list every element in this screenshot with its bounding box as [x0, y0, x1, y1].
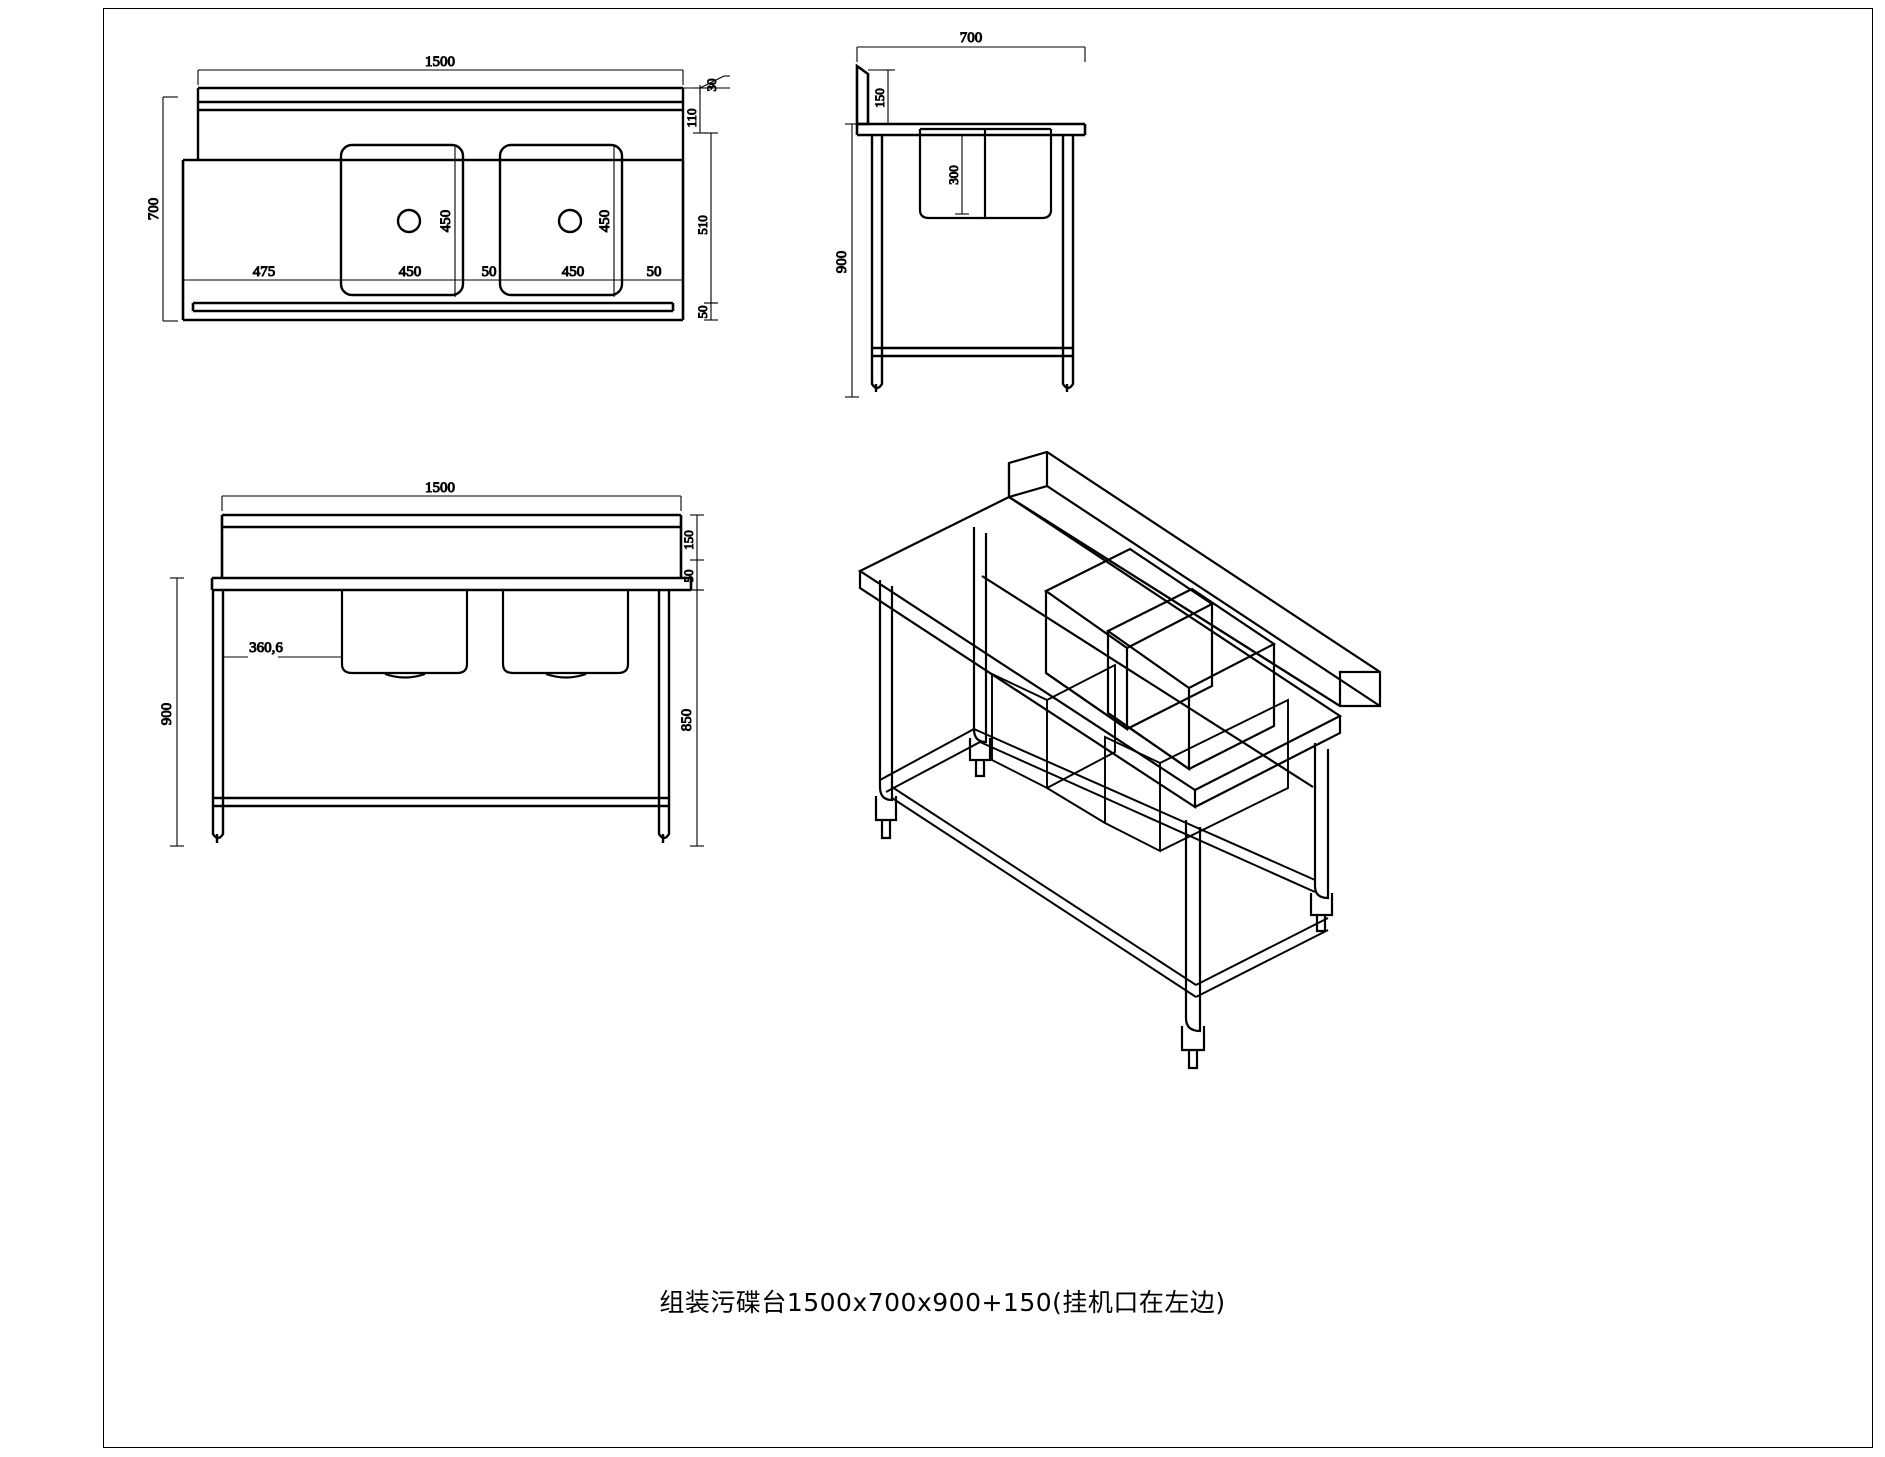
- front-view-worktop: [210, 576, 693, 592]
- dim-top-1500: [197, 69, 684, 85]
- dim-label-front-50: 50: [681, 570, 696, 583]
- dim-front-900: [170, 577, 184, 847]
- side-view-backsplash: [855, 63, 870, 126]
- iso-bowl-2: [1105, 587, 1277, 772]
- dim-label-front-850: 850: [679, 709, 695, 732]
- dim-top-chain: [182, 272, 684, 288]
- top-view-drain-1: [396, 208, 422, 234]
- isometric-view: [857, 450, 1382, 1070]
- dim-label-top-bowl2-450: 450: [597, 210, 613, 233]
- dim-top-right-stack: [683, 75, 730, 321]
- dim-side-150: [868, 69, 895, 125]
- top-view: 1500 700 475 450 50 450 50: [146, 54, 730, 322]
- side-view-bowl: [918, 127, 1053, 220]
- iso-bowl-bodies: [991, 663, 1289, 853]
- top-view-worktop: [181, 158, 685, 322]
- dim-label-top-50a: 50: [482, 264, 497, 280]
- iso-backsplash: [1007, 450, 1382, 708]
- dim-label-front-150: 150: [681, 530, 696, 550]
- iso-legs: [874, 527, 1334, 1070]
- dim-label-top-450a: 450: [399, 264, 422, 280]
- dim-label-side-150: 150: [872, 88, 887, 108]
- dim-label-top-1500: 1500: [425, 54, 455, 70]
- dim-label-top-50b: 50: [647, 264, 662, 280]
- side-view: 700: [834, 30, 1087, 398]
- dim-label-front-3606: 360,6: [249, 640, 283, 656]
- dim-label-top-475: 475: [253, 264, 276, 280]
- dim-front-1500: [221, 495, 682, 511]
- dim-label-top-450b: 450: [562, 264, 585, 280]
- dim-label-front-1500: 1500: [425, 480, 455, 496]
- front-view: 1500: [159, 480, 704, 847]
- dim-label-front-900: 900: [159, 703, 175, 726]
- dim-label-top-110: 110: [684, 108, 699, 127]
- dim-side-900: [845, 123, 859, 398]
- top-view-bowl-1: [339, 143, 465, 297]
- top-view-drain-2: [557, 208, 583, 234]
- dim-label-top-30: 30: [704, 79, 719, 92]
- drawing-caption: 组装污碟台1500x700x900+150(挂机口在左边): [659, 1288, 1226, 1317]
- dim-label-top-50v: 50: [695, 306, 710, 319]
- dim-label-side-700: 700: [960, 30, 983, 46]
- dim-label-top-700: 700: [146, 198, 162, 221]
- dim-front-850: [690, 589, 704, 847]
- side-view-legs: [870, 135, 1075, 392]
- top-view-bowl-2: [498, 143, 624, 297]
- iso-worktop: [857, 495, 1343, 810]
- sheet-border: [103, 8, 1873, 1448]
- iso-bowl-1: [1043, 547, 1215, 732]
- dim-label-side-900: 900: [834, 251, 850, 274]
- dim-side-300: [955, 134, 969, 215]
- top-view-backsplash: [196, 86, 685, 160]
- dim-side-700: [856, 46, 1086, 62]
- front-view-legs: [211, 590, 671, 843]
- dim-label-top-bowl1-450: 450: [438, 210, 454, 233]
- dim-label-side-300: 300: [946, 165, 961, 185]
- front-view-bowl-2: [501, 590, 630, 679]
- dim-top-700: [162, 96, 178, 322]
- iso-under-rails: [879, 728, 1329, 998]
- dim-label-top-510: 510: [695, 215, 710, 235]
- front-view-backsplash: [220, 513, 683, 578]
- front-view-bowl-1: [340, 590, 469, 679]
